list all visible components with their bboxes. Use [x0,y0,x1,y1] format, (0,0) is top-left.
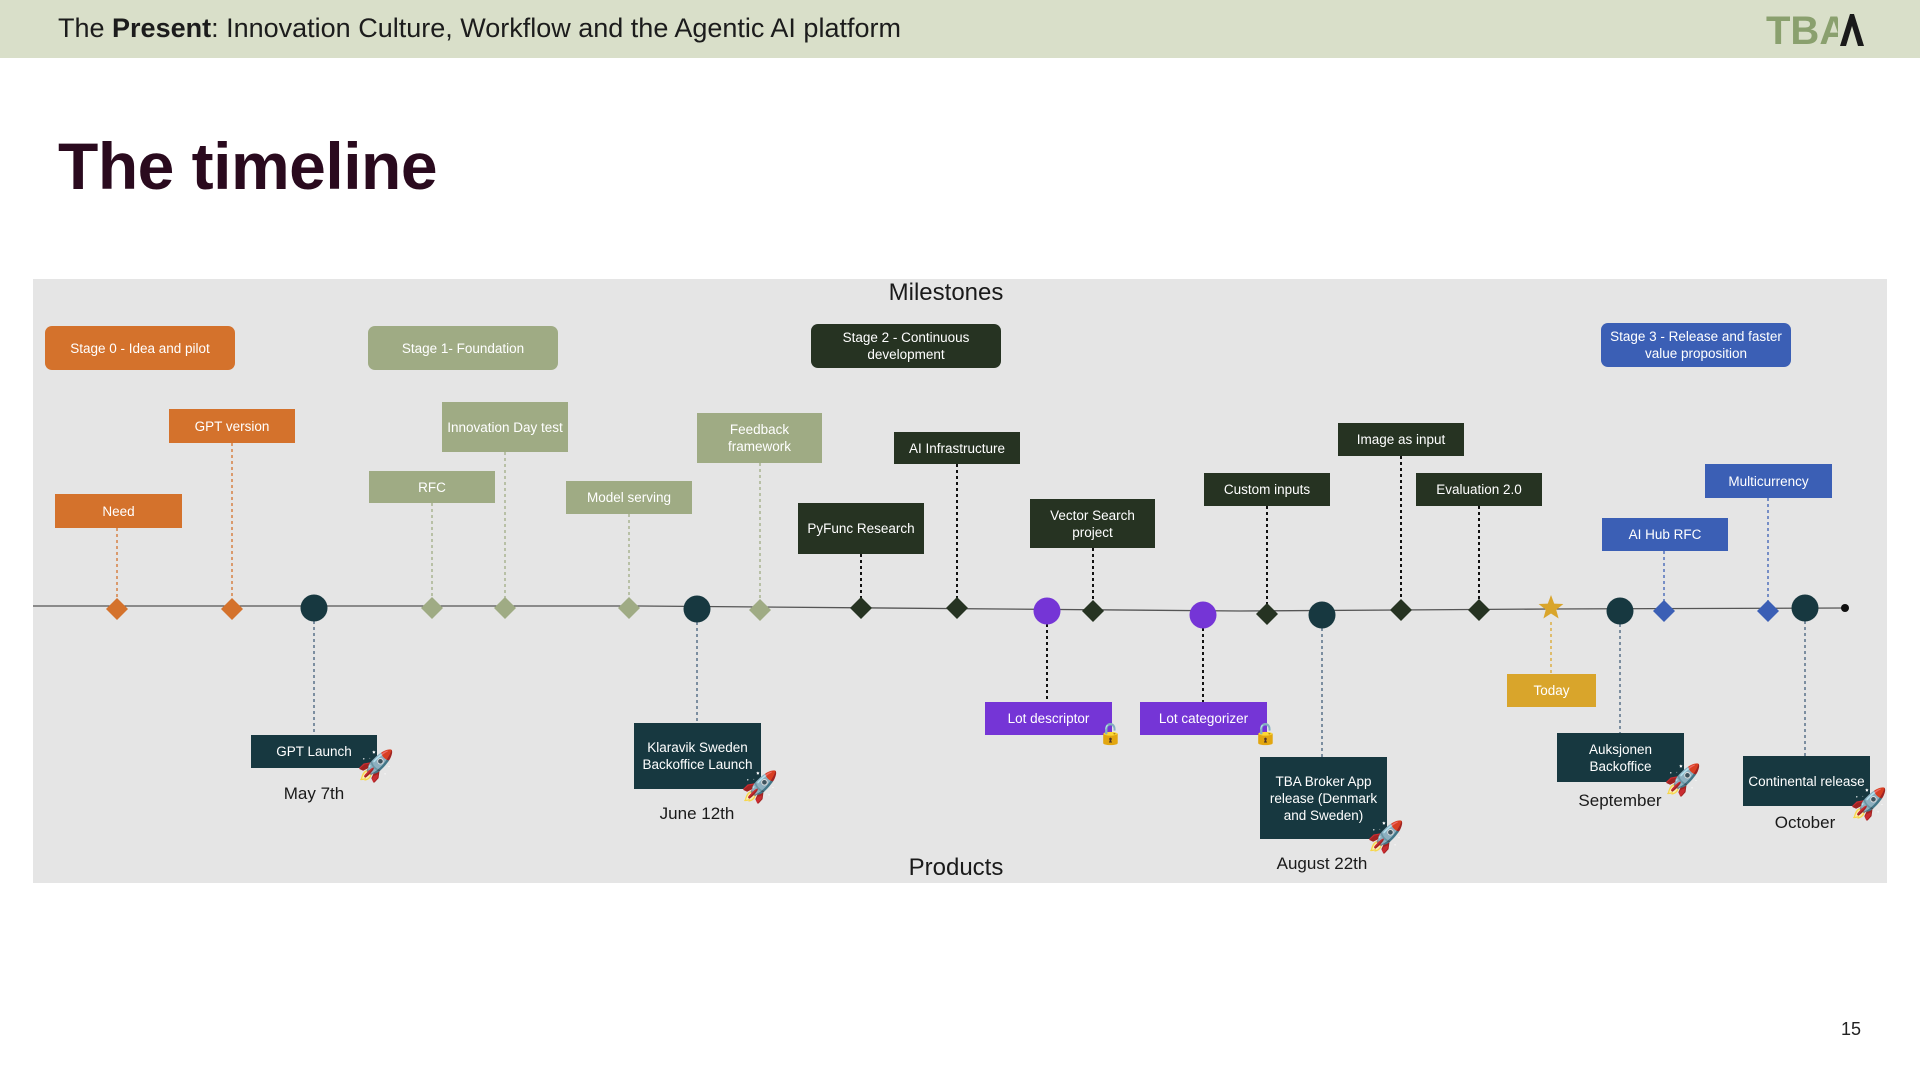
milestone-box: PyFunc Research [798,503,924,554]
header-title: The Present: Innovation Culture, Workflo… [58,13,901,43]
milestone-box: RFC [369,471,495,503]
timeline-panel [33,279,1887,883]
product-box: Lot categorizer [1140,702,1267,735]
rocket-icon: 🚀 [1367,821,1405,854]
milestone-diamond [1468,599,1490,621]
product-date: August 22th [1276,854,1368,873]
product-dot [300,594,328,622]
product-box: TBA Broker App release (Denmark and Swed… [1260,757,1387,839]
milestone-diamond [1757,600,1779,622]
milestone-box: Multicurrency [1705,464,1832,498]
milestone-diamond [749,599,771,621]
milestone-box: Need [55,494,182,528]
product-dot [1033,597,1061,625]
milestones-heading: Milestones [888,279,1004,306]
header-bar: The Present: Innovation Culture, Workflo… [0,0,1920,58]
timeline-end-dot [1841,604,1849,612]
rocket-icon: 🚀 [741,771,779,804]
product-date: May 7th [283,784,345,803]
product-dot [1606,597,1634,625]
milestone-box: AI Infrastructure [894,432,1020,464]
page-number: 15 [1841,1019,1862,1039]
products-heading: Products [908,854,1004,881]
product-box: GPT Launch [251,735,377,768]
product-date: September [1578,791,1662,810]
svg-text:TBA: TBA [1766,10,1848,50]
milestone-diamond [1653,600,1675,622]
today-box: Today [1507,674,1596,707]
milestone-diamond [1256,603,1278,625]
product-date: October [1774,813,1836,832]
milestone-box: Vector Search project [1030,499,1155,548]
lock-icon: 🔓 [1098,724,1123,746]
stage-0-chip: Stage 0 - Idea and pilot [45,326,235,370]
rocket-icon: 🚀 [1850,788,1888,821]
product-box: Lot descriptor [985,702,1112,735]
product-dot [1189,601,1217,629]
stage-2-chip: Stage 2 - Continuous development [811,324,1001,368]
milestone-box: Custom inputs [1204,473,1330,506]
slide-title: The timeline [58,129,438,203]
milestone-diamond [221,598,243,620]
lock-icon: 🔓 [1253,724,1278,746]
milestone-box: Evaluation 2.0 [1416,473,1542,506]
milestone-diamond [618,597,640,619]
product-box: Auksjonen Backoffice [1557,733,1684,782]
milestone-diamond [421,597,443,619]
product-dot [1308,601,1336,629]
star-icon [1538,595,1564,619]
tba-logo: TBA [1766,10,1864,50]
milestone-box: AI Hub RFC [1602,518,1728,551]
product-date: June 12th [659,804,735,823]
milestone-box: Model serving [566,481,692,514]
product-box: Continental release [1743,756,1870,806]
rocket-icon: 🚀 [1664,764,1702,797]
milestone-box: Image as input [1338,423,1464,456]
milestone-diamond [1082,600,1104,622]
milestone-box: GPT version [169,409,295,443]
milestone-box: Feedback framework [697,413,822,463]
milestone-diamond [850,597,872,619]
product-box: Klaravik Sweden Backoffice Launch [634,723,761,789]
rocket-icon: 🚀 [357,750,395,783]
product-dot [683,595,711,623]
product-dot [1791,594,1819,622]
milestone-diamond [1390,599,1412,621]
timeline-axis [33,605,1846,612]
milestone-diamond [106,598,128,620]
milestone-diamond [946,597,968,619]
stage-3-chip: Stage 3 - Release and faster value propo… [1601,323,1791,367]
stage-1-chip: Stage 1- Foundation [368,326,558,370]
milestone-diamond [494,597,516,619]
milestone-box: Innovation Day test [442,402,568,452]
